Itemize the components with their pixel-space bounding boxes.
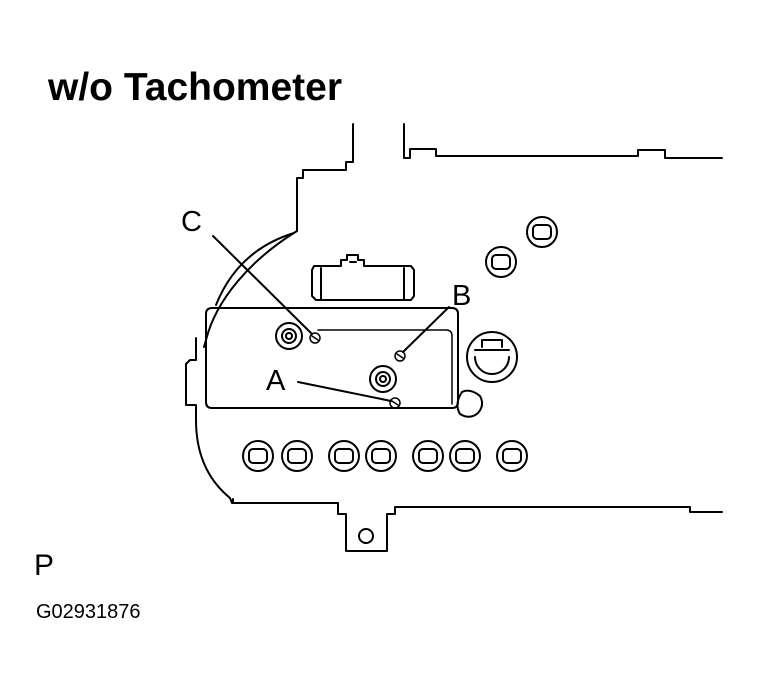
callout-c: C [181,206,202,238]
view-letter: P [34,549,55,582]
bottom-socket-row [242,440,528,472]
leader-line-a [297,381,392,402]
bulb-socket [365,440,397,472]
figure-code: G02931876 [36,601,141,623]
small-screw-c [309,332,321,344]
bulb-socket [496,440,528,472]
screw-c-boss [275,322,303,350]
diagram-title: w/o Tachometer [48,66,343,109]
bulb-socket [449,440,481,472]
leader-line-b [402,306,450,353]
bulb-socket [281,440,313,472]
mounting-hole [358,528,374,544]
connector [311,254,415,301]
leader-line-c [212,235,313,335]
bulb-socket [242,440,274,472]
callout-a: A [266,365,286,397]
large-bulb-socket [466,331,518,383]
callout-b: B [452,280,472,312]
screw-a-boss [369,365,397,393]
small-screw-b [394,350,406,362]
circuit-board-plate [205,307,459,409]
housing-tab [456,389,484,418]
bulb-socket [412,440,444,472]
housing-inner-curve [215,232,295,306]
small-screw-a [389,397,401,409]
bulb-socket [328,440,360,472]
housing-outline [185,123,723,552]
bulb-socket [526,216,558,248]
bulb-socket [485,246,517,278]
